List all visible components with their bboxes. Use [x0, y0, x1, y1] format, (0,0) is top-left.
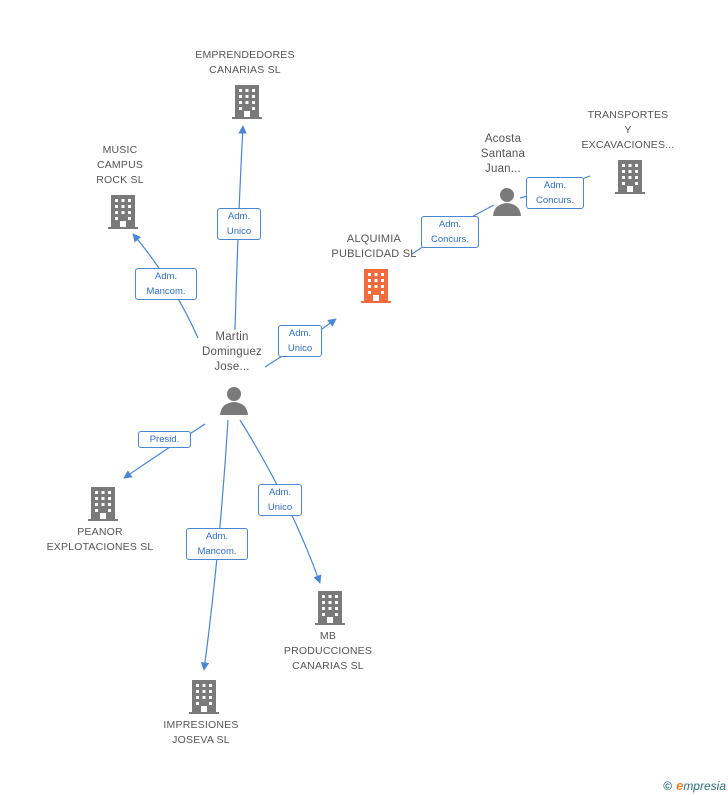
node-label-line: Juan...	[485, 163, 521, 175]
edge-label-line: Adm.	[543, 180, 567, 191]
node-label-line: EXCAVACIONES...	[581, 139, 675, 151]
node-label-line: CAMPUS	[96, 159, 144, 171]
edge-label-martin-peanor[interactable]: Presid.	[138, 431, 191, 448]
edge-label-martin-emprendedores[interactable]: Adm. Unico	[217, 208, 261, 240]
edge-label-martin-alquimia[interactable]: Adm. Unico	[278, 325, 322, 357]
building-icon-music[interactable]	[108, 195, 138, 229]
edge-label-martin-music[interactable]: Adm. Mancom.	[135, 268, 197, 300]
node-label-line: IMPRESIONES	[163, 719, 239, 731]
node-label-line: CANARIAS SL	[292, 660, 364, 672]
node-label-line: Dominguez	[202, 346, 262, 358]
edge-label-line: Adm.	[268, 487, 292, 498]
building-icon-transportes[interactable]	[615, 160, 645, 194]
node-label-line: ALQUIMIA	[346, 233, 402, 245]
node-label-transportes[interactable]: TRANSPORTES Y EXCAVACIONES...	[570, 108, 686, 153]
node-label-alquimia[interactable]: ALQUIMIA PUBLICIDAD SL	[314, 232, 434, 262]
edge-label-line: Concurs.	[535, 195, 574, 206]
node-label-line: EMPRENDEDORES	[195, 49, 295, 61]
edge-martin-peanor	[123, 423, 206, 479]
node-label-line: TRANSPORTES	[587, 109, 669, 121]
building-icon-impresiones[interactable]	[189, 680, 219, 714]
edge-label-line: Unico	[226, 226, 252, 237]
person-icon-acosta[interactable]	[492, 187, 522, 217]
brand-footer[interactable]: ©empresia	[663, 778, 726, 793]
edge-label-line: Mancom.	[146, 286, 186, 297]
edge-label-acosta-transportes[interactable]: Adm. Concurs.	[526, 177, 584, 209]
node-label-line: Santana	[480, 148, 526, 160]
node-label-acosta[interactable]: Acosta Santana Juan...	[468, 132, 538, 177]
edge-label-line: Adm.	[438, 219, 462, 230]
node-label-line: PUBLICIDAD SL	[331, 248, 417, 260]
building-icon-emprendedores[interactable]	[232, 85, 262, 119]
edge-label-line: Unico	[287, 343, 313, 354]
edge-label-line: Adm.	[205, 531, 229, 542]
edge-label-line: Mancom.	[197, 546, 237, 557]
node-label-line: PEANOR	[77, 526, 123, 538]
node-label-line: MUSIC	[102, 144, 138, 156]
node-label-music[interactable]: MUSIC CAMPUS ROCK SL	[70, 143, 170, 188]
building-icon-alquimia[interactable]	[361, 269, 391, 303]
brand-logo-text: mpresia	[683, 779, 726, 793]
copyright-icon: ©	[663, 779, 673, 793]
node-label-line: EXPLOTACIONES SL	[46, 541, 154, 553]
node-label-line: PRODUCCIONES	[283, 645, 373, 657]
edge-label-line: Adm.	[227, 211, 251, 222]
edge-label-line: Concurs.	[430, 234, 469, 245]
node-label-line: Jose...	[214, 361, 250, 373]
edge-label-martin-impresiones[interactable]: Adm. Mancom.	[186, 528, 248, 560]
node-label-line: ROCK SL	[96, 174, 144, 186]
node-label-line: CANARIAS SL	[209, 64, 281, 76]
node-label-line: Y	[624, 124, 632, 136]
building-icon-peanor[interactable]	[88, 487, 118, 521]
node-label-peanor[interactable]: PEANOR EXPLOTACIONES SL	[35, 525, 165, 555]
node-label-line: Martin	[215, 331, 249, 343]
edge-label-acosta-alquimia[interactable]: Adm. Concurs.	[421, 216, 479, 248]
node-label-line: Acosta	[484, 133, 522, 145]
edge-label-line: Unico	[267, 502, 293, 513]
node-label-line: MB	[319, 630, 337, 642]
edge-label-martin-mb[interactable]: Adm. Unico	[258, 484, 302, 516]
node-label-line: JOSEVA SL	[172, 734, 230, 746]
node-label-emprendedores[interactable]: EMPRENDEDORES CANARIAS SL	[180, 48, 310, 78]
node-label-mb[interactable]: MB PRODUCCIONES CANARIAS SL	[270, 629, 386, 674]
edge-label-line: Adm.	[154, 271, 178, 282]
node-label-impresiones[interactable]: IMPRESIONES JOSEVA SL	[146, 718, 256, 748]
person-icon-martin[interactable]	[219, 386, 249, 416]
edge-label-line: Adm.	[288, 328, 312, 339]
node-label-martin[interactable]: Martin Dominguez Jose...	[188, 330, 276, 375]
brand-logo-initial: e	[676, 778, 684, 793]
edge-label-line: Presid.	[149, 434, 180, 445]
building-icon-mb[interactable]	[315, 591, 345, 625]
